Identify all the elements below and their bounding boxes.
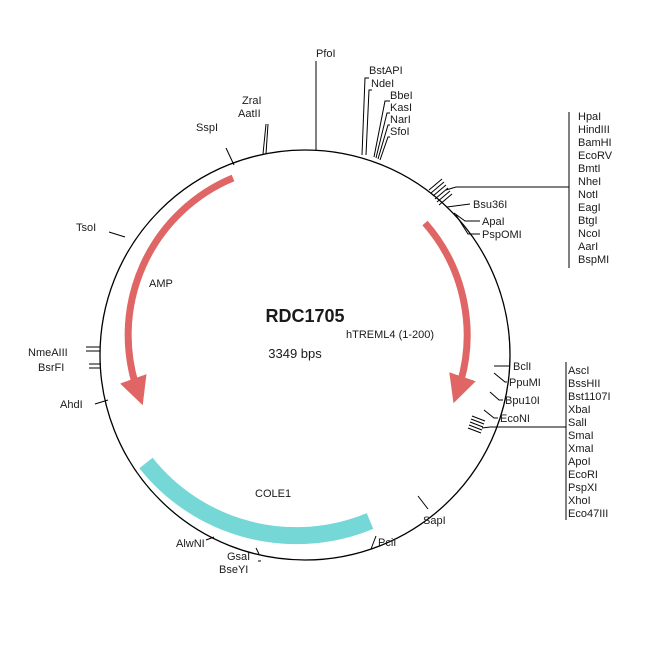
site-label-bamhi: BamHI bbox=[578, 137, 612, 149]
site-label-ahdi: AhdI bbox=[60, 399, 83, 411]
amp-arrow bbox=[120, 174, 235, 406]
site-label-pspxi: PspXI bbox=[568, 482, 597, 494]
mcs2-labels: AscI BssHII Bst1107I XbaI SalI SmaI XmaI… bbox=[568, 365, 611, 520]
site-label-pspomi: PspOMI bbox=[482, 229, 522, 241]
mcs2-leader bbox=[481, 426, 566, 429]
site-label-eagi: EagI bbox=[578, 202, 601, 214]
site-label-econi: EcoNI bbox=[500, 413, 530, 425]
site-label-bsrfi: BsrFI bbox=[38, 362, 64, 374]
plasmid-name: RDC1705 bbox=[265, 306, 344, 326]
plasmid-backbone bbox=[99, 149, 511, 561]
site-label-bbei: BbeI bbox=[390, 90, 413, 102]
cole1-label: COLE1 bbox=[255, 488, 291, 500]
site-label-btgi: BtgI bbox=[578, 215, 598, 227]
insert-label: hTREML4 (1-200) bbox=[346, 329, 434, 341]
site-label-sapi: SapI bbox=[423, 515, 446, 527]
apai-leader bbox=[453, 212, 480, 222]
site-label-ncoi: NcoI bbox=[578, 228, 601, 240]
site-label-apoi: ApoI bbox=[568, 456, 591, 468]
site-label-nhei: NheI bbox=[578, 176, 601, 188]
pcii-leader bbox=[370, 535, 377, 550]
mcs1-ticks bbox=[428, 178, 453, 206]
cole1-arc bbox=[139, 457, 374, 545]
site-label-xhoi: XhoI bbox=[568, 495, 591, 507]
site-label-bcli: BclI bbox=[513, 361, 531, 373]
site-label-eco47iii: Eco47III bbox=[568, 508, 608, 520]
site-label-bmti: BmtI bbox=[578, 163, 601, 175]
mcs1-labels: HpaI HindIII BamHI EcoRV BmtI NheI NotI … bbox=[578, 111, 613, 266]
site-label-bstapi: BstAPI bbox=[369, 65, 403, 77]
amp-label: AMP bbox=[149, 278, 173, 290]
econi-leader bbox=[483, 409, 498, 419]
alwni-leader bbox=[205, 536, 215, 541]
site-label-xbai: XbaI bbox=[568, 404, 591, 416]
site-label-asci: AscI bbox=[568, 365, 589, 377]
site-label-ppumi: PpuMI bbox=[509, 377, 541, 389]
ppumi-leader bbox=[493, 372, 507, 383]
site-label-aari: AarI bbox=[578, 241, 598, 253]
sapi-leader bbox=[417, 495, 429, 510]
site-label-noti: NotI bbox=[578, 189, 598, 201]
left-pair-ticks bbox=[86, 346, 101, 369]
site-label-xmai: XmaI bbox=[568, 443, 594, 455]
mcs1-leader bbox=[445, 186, 569, 191]
site-label-zrai: ZraI bbox=[242, 95, 262, 107]
site-label-pfoi: PfoI bbox=[316, 48, 336, 60]
zrai-group: ZraI AatII bbox=[238, 95, 269, 155]
pspomi-leader bbox=[455, 214, 480, 235]
site-label-gsai: GsaI bbox=[227, 551, 250, 563]
site-label-kasi: KasI bbox=[390, 102, 412, 114]
bstapi-group: BstAPI NdeI BbeI KasI NarI SfoI bbox=[361, 65, 413, 161]
site-label-bsu36i: Bsu36I bbox=[473, 199, 507, 211]
site-label-bseyi: BseYI bbox=[219, 564, 248, 576]
site-label-nmeaiii: NmeAIII bbox=[28, 347, 68, 359]
site-label-bst1107i: Bst1107I bbox=[568, 391, 611, 403]
site-label-apai: ApaI bbox=[482, 216, 505, 228]
site-label-bpu10i: Bpu10I bbox=[505, 395, 540, 407]
site-label-pcii: PciI bbox=[378, 537, 396, 549]
insert-arrow bbox=[422, 220, 476, 404]
ahdi-leader bbox=[94, 399, 109, 405]
site-label-alwni: AlwNI bbox=[176, 538, 205, 550]
site-label-sspi: SspI bbox=[196, 122, 218, 134]
site-label-ecori: EcoRI bbox=[568, 469, 598, 481]
bsu36i-leader bbox=[446, 203, 471, 208]
site-label-bspmi: BspMI bbox=[578, 254, 609, 266]
site-label-nari: NarI bbox=[390, 114, 411, 126]
site-label-sali: SalI bbox=[568, 417, 587, 429]
tsoi-leader bbox=[108, 231, 126, 238]
site-label-aatii: AatII bbox=[238, 108, 261, 120]
site-label-hindiii: HindIII bbox=[578, 124, 610, 136]
gsai-leader bbox=[255, 547, 260, 555]
site-label-ndei: NdeI bbox=[371, 78, 394, 90]
site-label-bsshii: BssHII bbox=[568, 378, 600, 390]
sspi-leader bbox=[225, 147, 235, 166]
site-label-hpai: HpaI bbox=[578, 111, 601, 123]
site-label-ecorv: EcoRV bbox=[578, 150, 613, 162]
site-label-smai: SmaI bbox=[568, 430, 594, 442]
bpu10i-leader bbox=[489, 391, 503, 401]
mcs2-ticks bbox=[467, 415, 486, 434]
site-label-sfoi: SfoI bbox=[390, 126, 410, 138]
plasmid-size: 3349 bps bbox=[268, 346, 322, 361]
site-label-tsoi: TsoI bbox=[76, 222, 96, 234]
